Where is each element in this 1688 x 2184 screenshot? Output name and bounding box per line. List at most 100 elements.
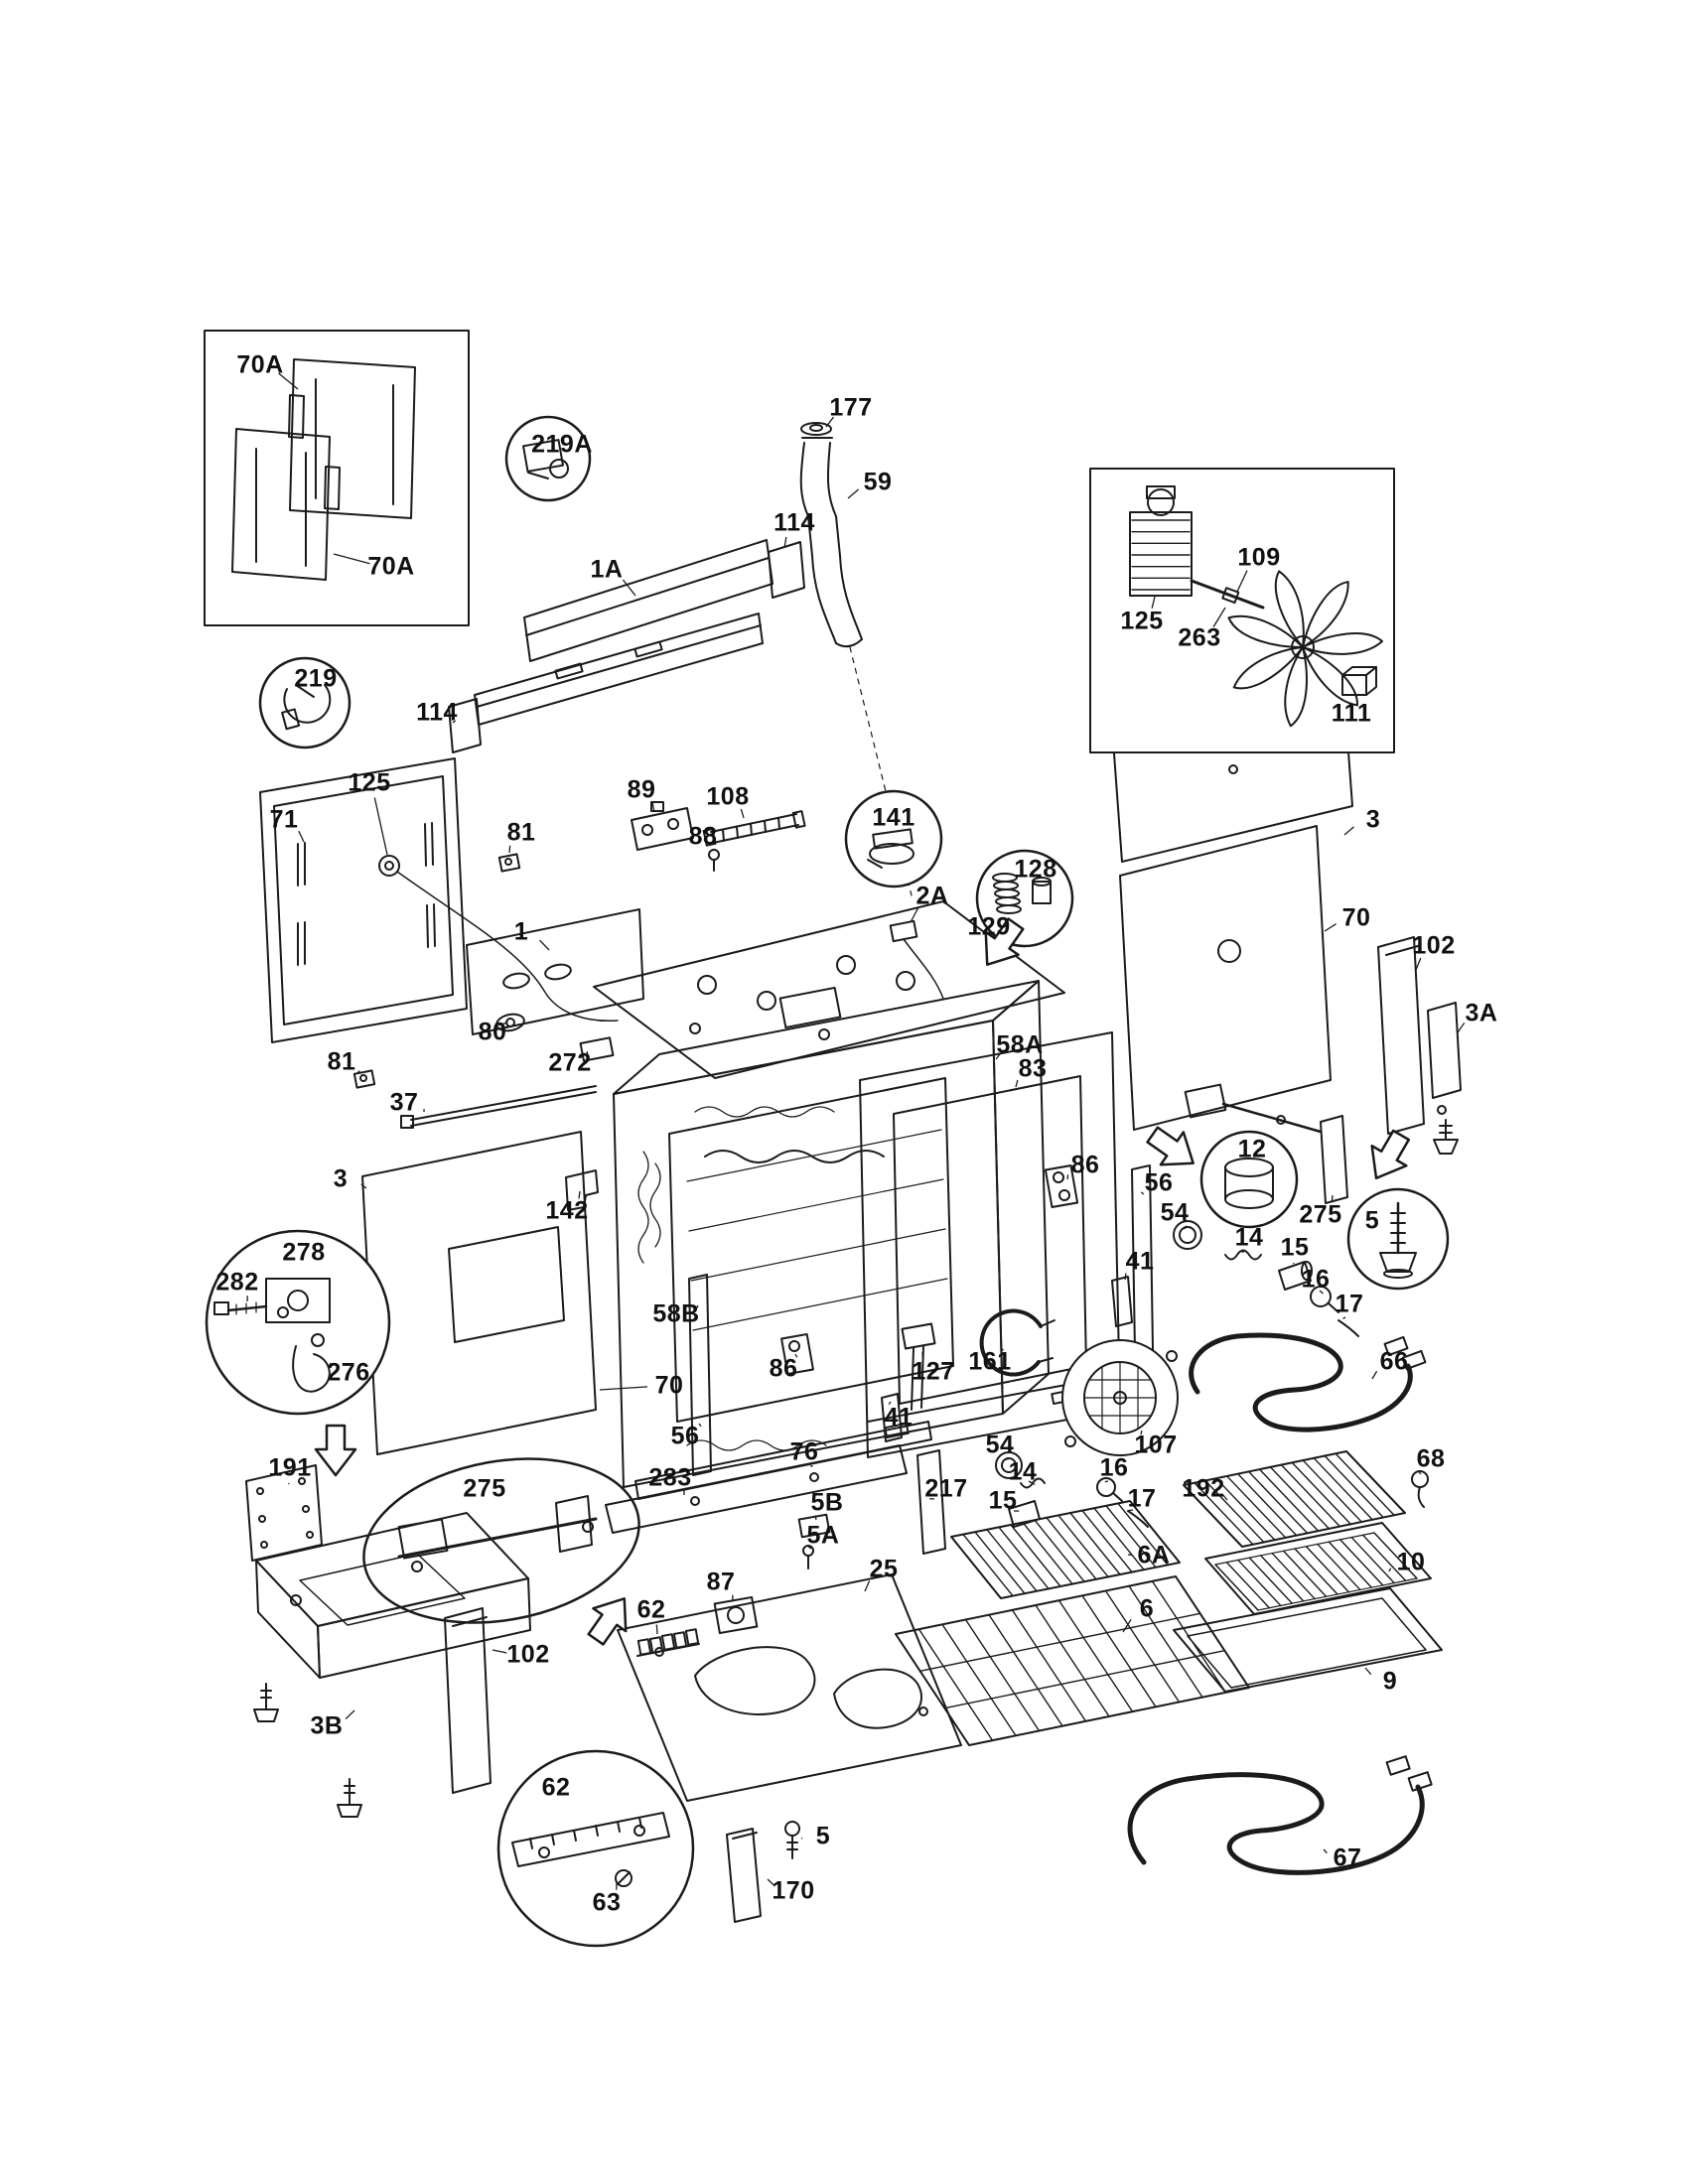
terminal-block-62 — [636, 1628, 700, 1657]
part-label-81: 81 — [506, 818, 536, 847]
door-lock-callout-278 — [205, 1229, 391, 1416]
screw-5-bottom — [784, 1821, 800, 1859]
bake-element-66 — [1189, 1332, 1427, 1433]
part-label-128: 128 — [1014, 855, 1057, 884]
clamp-callout-219 — [258, 656, 352, 750]
part-label-3B: 3B — [310, 1711, 344, 1740]
part-label-58A: 58A — [996, 1030, 1044, 1059]
part-label-86: 86 — [769, 1354, 798, 1383]
part-label-17: 17 — [1335, 1290, 1364, 1318]
screw-5a — [802, 1545, 814, 1570]
terminal-callout-62-63 — [496, 1749, 695, 1948]
part-label-1A: 1A — [590, 555, 624, 584]
bracket-142 — [565, 1169, 599, 1211]
latch-callout-275 — [362, 1457, 640, 1624]
side-trim-102-left — [444, 1607, 492, 1794]
spring-callout-128-129 — [975, 849, 1074, 948]
part-label-109: 109 — [1237, 543, 1281, 572]
part-label-114: 114 — [416, 698, 458, 727]
part-label-83: 83 — [1018, 1054, 1048, 1083]
tube-108 — [702, 810, 806, 847]
part-label-66: 66 — [1379, 1347, 1409, 1376]
part-label-141: 141 — [872, 803, 915, 832]
switch-2a — [889, 919, 944, 1000]
part-label-102: 102 — [1412, 931, 1456, 960]
part-label-56: 56 — [670, 1422, 700, 1450]
front-rail-76 — [634, 1421, 932, 1500]
part-label-80: 80 — [478, 1018, 507, 1046]
part-label-12: 12 — [1237, 1135, 1267, 1163]
rod-37 — [400, 1085, 597, 1129]
part-label-63: 63 — [592, 1888, 622, 1917]
part-label-3: 3 — [333, 1164, 349, 1193]
part-label-192: 192 — [1182, 1474, 1225, 1503]
ring-54-upper — [1173, 1220, 1202, 1250]
motor-callout-219a — [504, 415, 592, 502]
part-label-62: 62 — [541, 1773, 571, 1802]
ring-54-lower — [995, 1451, 1023, 1479]
inset-fan-motor — [1089, 468, 1395, 753]
part-label-10: 10 — [1396, 1548, 1426, 1576]
part-label-5: 5 — [815, 1822, 831, 1850]
part-label-58B: 58B — [652, 1299, 700, 1328]
wire-17-lower — [1127, 1510, 1149, 1528]
part-label-16: 16 — [1301, 1265, 1331, 1294]
side-panel-71 — [259, 757, 619, 1043]
leveling-leg — [253, 1683, 279, 1722]
part-label-217: 217 — [924, 1474, 968, 1503]
part-label-76: 76 — [789, 1437, 819, 1466]
part-label-282: 282 — [215, 1268, 259, 1297]
hanger-68 — [1411, 1470, 1429, 1508]
part-label-177: 177 — [829, 393, 873, 422]
wire-17-upper — [1337, 1319, 1359, 1337]
fan-blade-109 — [1227, 570, 1383, 728]
base-pan-3b — [253, 1512, 531, 1818]
rear-panel-70-right — [1119, 825, 1332, 1131]
part-label-54: 54 — [1160, 1198, 1190, 1227]
part-label-37: 37 — [389, 1088, 419, 1117]
part-label-67: 67 — [1333, 1843, 1362, 1872]
part-label-86: 86 — [1070, 1151, 1100, 1179]
plate-272 — [579, 1036, 615, 1062]
part-label-15: 15 — [1280, 1233, 1310, 1262]
bulb-16-lower — [1096, 1477, 1123, 1502]
channel-56-left — [688, 1274, 712, 1476]
part-label-263: 263 — [1178, 623, 1221, 652]
part-label-125: 125 — [1120, 607, 1164, 635]
ignitor-callout-141 — [844, 789, 943, 888]
part-label-81: 81 — [327, 1047, 356, 1076]
spring-14-upper — [1224, 1249, 1262, 1261]
part-label-5A: 5A — [806, 1521, 840, 1550]
part-label-54: 54 — [985, 1431, 1015, 1459]
cone-15-upper — [1278, 1261, 1313, 1291]
inset-box-70a — [204, 330, 470, 626]
part-label-127: 127 — [912, 1357, 955, 1386]
part-label-6: 6 — [1139, 1594, 1155, 1623]
part-label-129: 129 — [967, 912, 1011, 941]
maintop-rear-flange — [466, 908, 644, 1035]
part-label-68: 68 — [1416, 1444, 1446, 1473]
oven-sensor-125 — [378, 855, 619, 1023]
part-label-6A: 6A — [1137, 1541, 1171, 1570]
oven-rack-192 — [1183, 1450, 1406, 1548]
bracket-89 — [631, 801, 694, 851]
fan-hub-111 — [1341, 666, 1377, 696]
oven-cavity — [613, 980, 1050, 1488]
part-label-62: 62 — [636, 1595, 666, 1624]
clip-81-lower — [352, 1069, 376, 1089]
side-trim-102-right — [1377, 936, 1425, 1135]
part-label-114: 114 — [774, 508, 815, 537]
mounting-plate-191 — [245, 1464, 323, 1562]
element-loop-161 — [979, 1308, 1055, 1377]
part-label-1: 1 — [513, 917, 529, 946]
part-label-89: 89 — [627, 775, 656, 804]
convection-blower-107 — [1061, 1339, 1179, 1456]
insulation-25 — [617, 1573, 962, 1802]
leveling-leg — [337, 1778, 362, 1818]
part-label-170: 170 — [772, 1876, 815, 1905]
broiler-pan-9 — [1173, 1587, 1443, 1693]
part-label-56: 56 — [1144, 1168, 1174, 1197]
